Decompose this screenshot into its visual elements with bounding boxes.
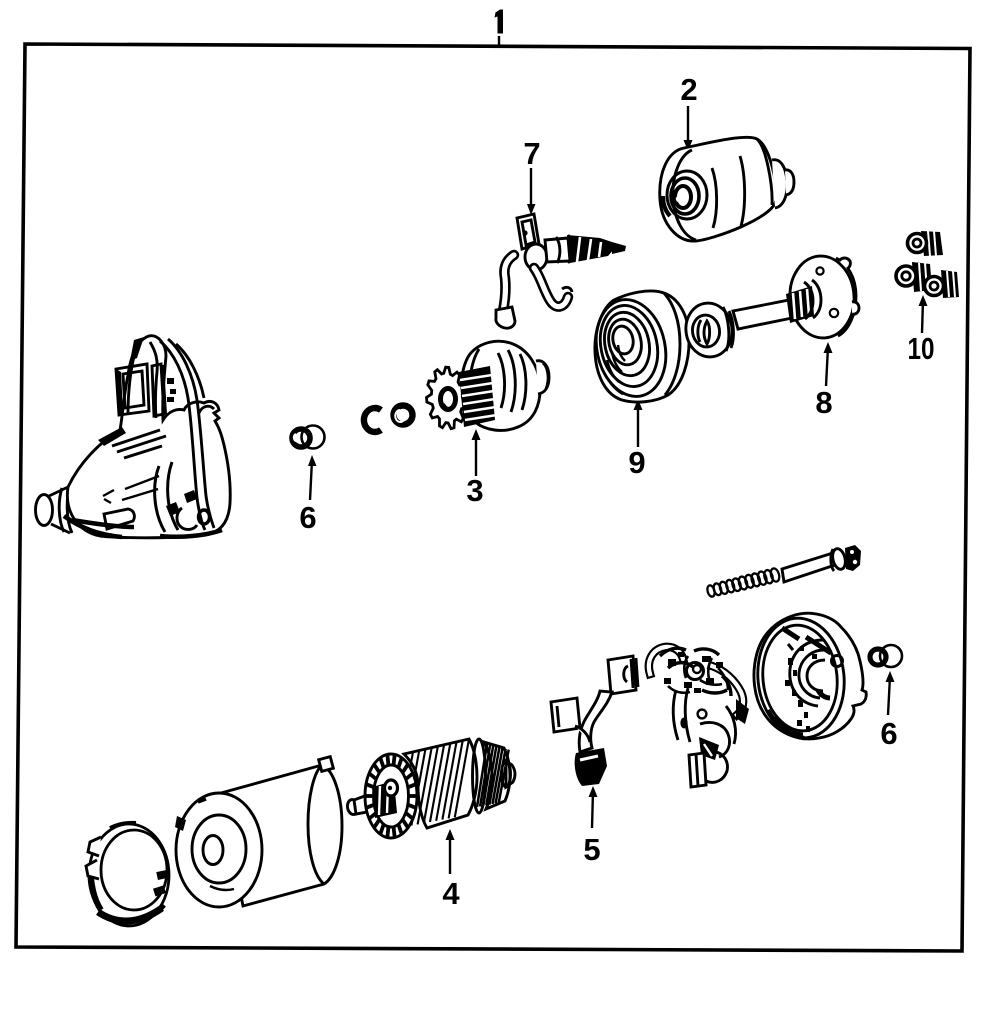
svg-text:8: 8: [815, 385, 832, 420]
svg-text:6: 6: [299, 500, 316, 535]
svg-text:10: 10: [908, 331, 935, 366]
svg-text:5: 5: [583, 832, 600, 867]
svg-text:6: 6: [880, 716, 897, 751]
svg-text:9: 9: [628, 445, 645, 480]
svg-text:3: 3: [466, 473, 483, 508]
svg-text:4: 4: [442, 876, 460, 911]
svg-text:7: 7: [523, 136, 540, 171]
svg-text:2: 2: [680, 72, 697, 107]
